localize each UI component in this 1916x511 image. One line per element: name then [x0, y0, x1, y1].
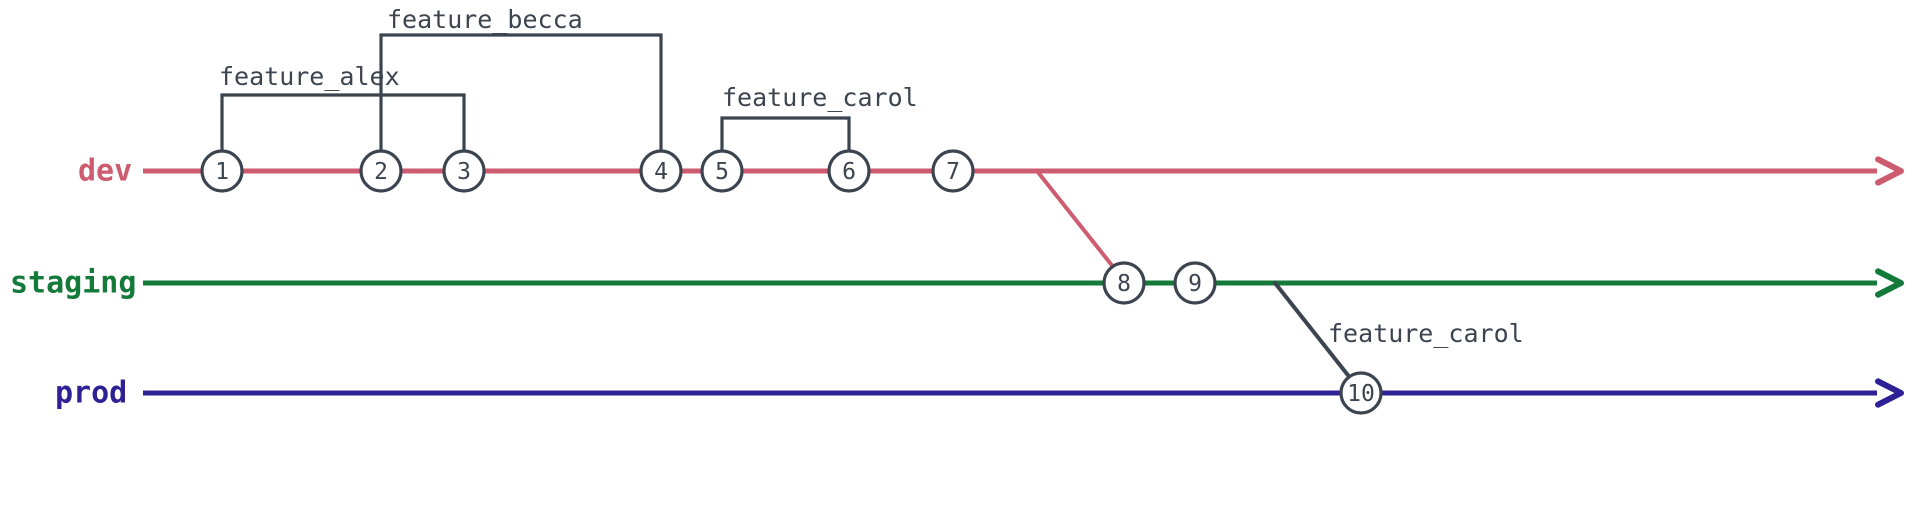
commit-node-6[interactable]: 6 — [827, 149, 871, 193]
commit-circle-7[interactable] — [931, 149, 975, 193]
bracket-path-feature_carol_dev — [720, 116, 851, 153]
commit-circle-2[interactable] — [359, 149, 403, 193]
commit-node-10[interactable]: 10 — [1339, 371, 1383, 415]
branch-name-dev: dev — [78, 154, 132, 189]
feature-bracket-feature_alex: feature_alex — [219, 62, 466, 153]
commit-node-1[interactable]: 1 — [200, 149, 244, 193]
commit-node-2[interactable]: 2 — [359, 149, 403, 193]
commit-node-7[interactable]: 7 — [931, 149, 975, 193]
commit-label-3: 3 — [457, 159, 471, 185]
bracket-path-feature_becca — [379, 33, 663, 153]
feature-bracket-feature_carol_dev: feature_carol — [720, 83, 918, 153]
commit-label-1: 1 — [215, 159, 229, 185]
feature-label-feature_carol_dev: feature_carol — [722, 83, 918, 112]
commit-circle-3[interactable] — [442, 149, 486, 193]
merge-dev-to-staging — [1035, 169, 1116, 270]
merge-dev-to-staging-line — [1035, 169, 1116, 270]
commit-label-4: 4 — [654, 159, 668, 185]
commit-node-4[interactable]: 4 — [639, 149, 683, 193]
commit-label-2: 2 — [374, 159, 388, 185]
commit-circle-6[interactable] — [827, 149, 871, 193]
merge-staging-to-prod: feature_carol — [1273, 281, 1524, 381]
commit-label-6: 6 — [842, 159, 856, 185]
commit-node-3[interactable]: 3 — [442, 149, 486, 193]
commit-circle-1[interactable] — [200, 149, 244, 193]
commit-circle-10[interactable] — [1339, 371, 1383, 415]
commit-label-9: 9 — [1188, 271, 1202, 297]
branch-arrowhead-dev — [1875, 156, 1904, 186]
branch-name-prod: prod — [55, 376, 127, 411]
commit-label-10: 10 — [1347, 381, 1375, 407]
commit-circle-8[interactable] — [1102, 261, 1146, 305]
commit-label-5: 5 — [715, 159, 729, 185]
commit-circle-5[interactable] — [700, 149, 744, 193]
commit-label-7: 7 — [946, 159, 960, 185]
branch-arrowhead-staging — [1875, 268, 1904, 298]
feature-label-feature_becca: feature_becca — [387, 5, 583, 34]
merge-staging-to-prod-label: feature_carol — [1328, 319, 1524, 348]
commit-circle-9[interactable] — [1173, 261, 1217, 305]
bracket-path-feature_alex — [220, 93, 466, 153]
commit-circle-4[interactable] — [639, 149, 683, 193]
commit-node-9[interactable]: 9 — [1173, 261, 1217, 305]
feature-label-feature_alex: feature_alex — [219, 62, 400, 91]
feature-bracket-feature_becca: feature_becca — [379, 5, 663, 153]
branch-name-staging: staging — [10, 266, 136, 301]
merge-staging-to-prod-line — [1273, 281, 1353, 381]
commit-label-8: 8 — [1117, 271, 1131, 297]
commit-node-8[interactable]: 8 — [1102, 261, 1146, 305]
branch-arrowhead-prod — [1875, 378, 1904, 408]
commit-node-5[interactable]: 5 — [700, 149, 744, 193]
